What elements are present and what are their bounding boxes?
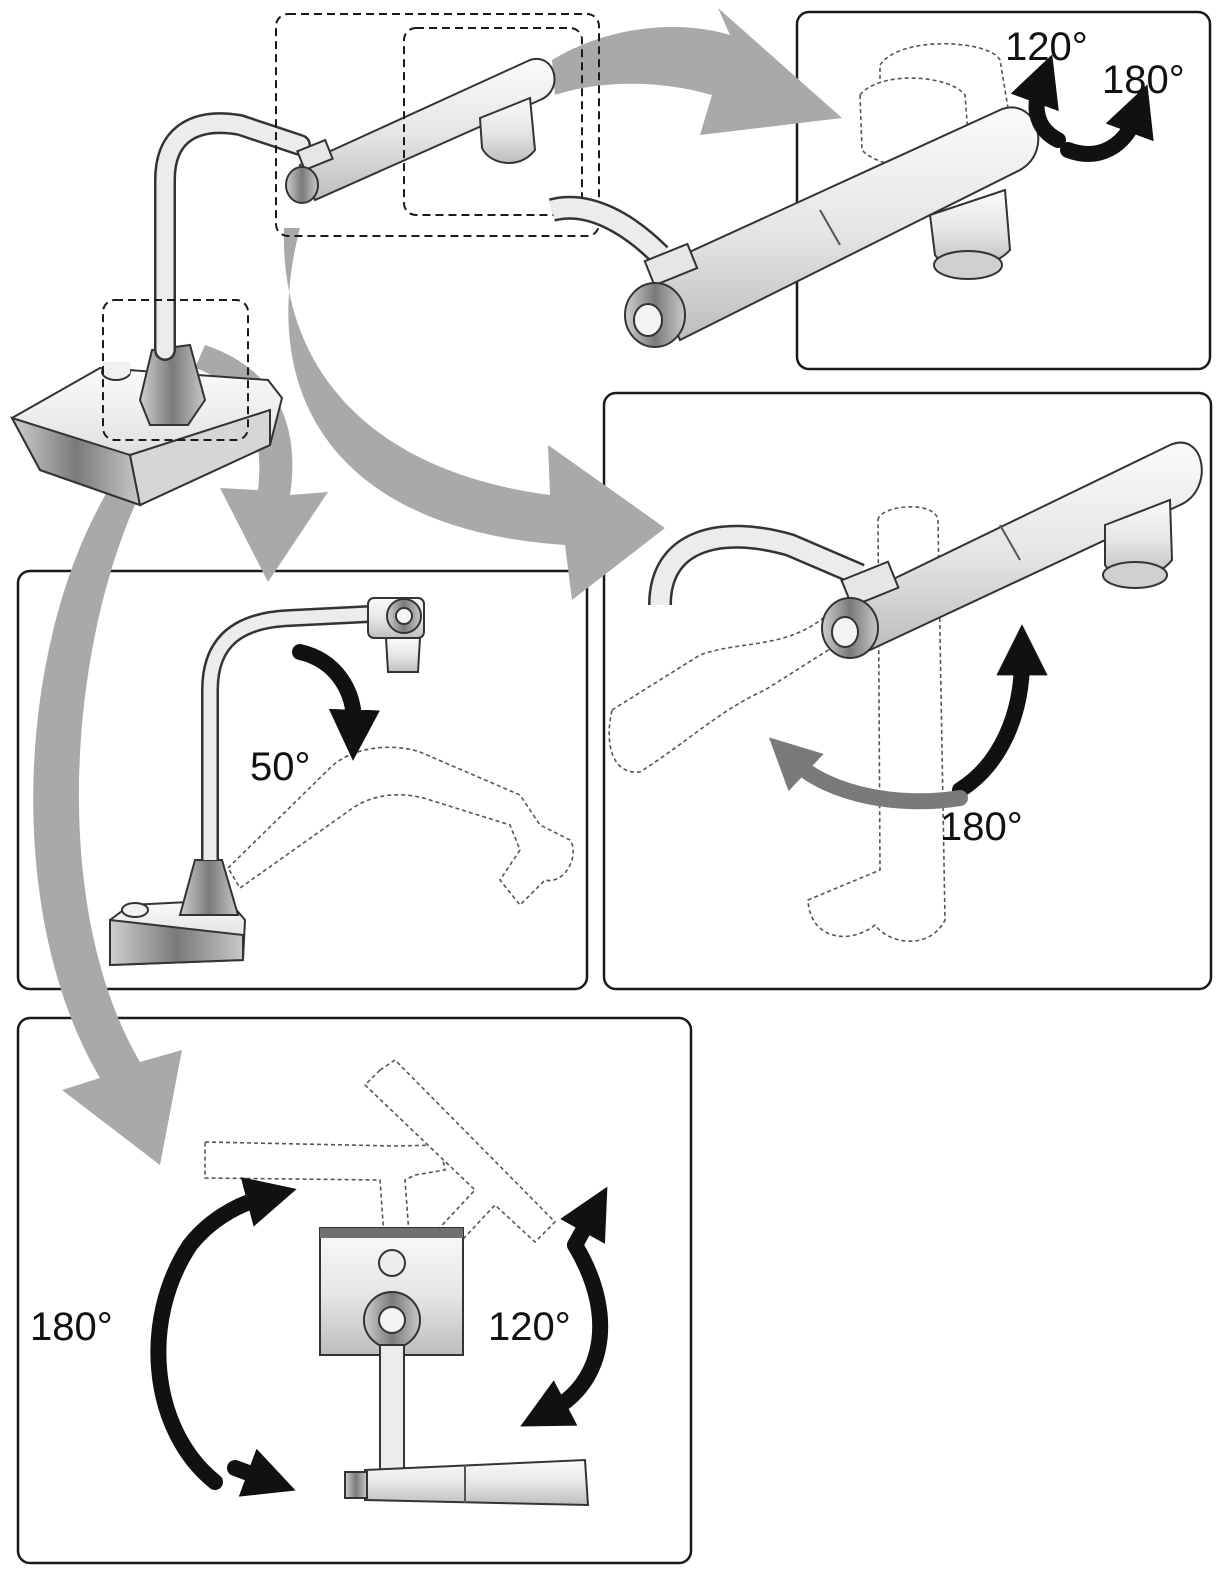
focus-box-head-outer <box>275 13 600 237</box>
arm-rotate-up-arrow-icon <box>952 624 1048 798</box>
focus-box-neck <box>102 299 249 441</box>
arm-rotate-body <box>848 441 1203 652</box>
base-rotate-right-arrow-tail-icon <box>560 1186 608 1253</box>
camera-head-detail: 120° 180° <box>548 25 1185 348</box>
flow-arrow-neck <box>195 345 328 582</box>
tilt-arrow-icon <box>1010 54 1066 148</box>
arm-tilt-arrow-icon <box>292 644 381 761</box>
flow-arrows <box>33 8 842 1165</box>
arm-rotate-detail: 180° <box>608 441 1203 943</box>
rotate-arrow-icon <box>1060 84 1154 162</box>
base-rotate-right-arrow-icon <box>520 1237 609 1427</box>
flow-arrow-base <box>33 455 183 1165</box>
arm-tilt-panel <box>16 569 589 991</box>
camera-head-tilt-label: 120° <box>1005 25 1088 69</box>
main-camera-lens-icon <box>285 166 319 204</box>
main-camera-illustration <box>9 13 600 507</box>
base-rotate-left-label: 180° <box>30 1305 113 1349</box>
arm-rotate-left-arrow-icon <box>768 737 968 810</box>
flow-arrow-arm <box>283 228 665 600</box>
base-rotate-detail: 180° 120° <box>30 1058 609 1507</box>
focus-box-head-inner <box>403 27 583 216</box>
arm-rotate-label: 180° <box>940 805 1023 849</box>
arm-tilt-label: 50° <box>250 745 311 789</box>
base-rotate-left-arrow-tail-icon <box>227 1448 296 1497</box>
base-rotate-left-arrow-icon <box>150 1177 297 1490</box>
camera-head-rotate-label: 180° <box>1102 58 1185 102</box>
arm-tilt-detail: 50° <box>109 597 574 967</box>
base-rotate-right-label: 120° <box>488 1305 571 1349</box>
flow-arrow-head <box>552 8 842 135</box>
